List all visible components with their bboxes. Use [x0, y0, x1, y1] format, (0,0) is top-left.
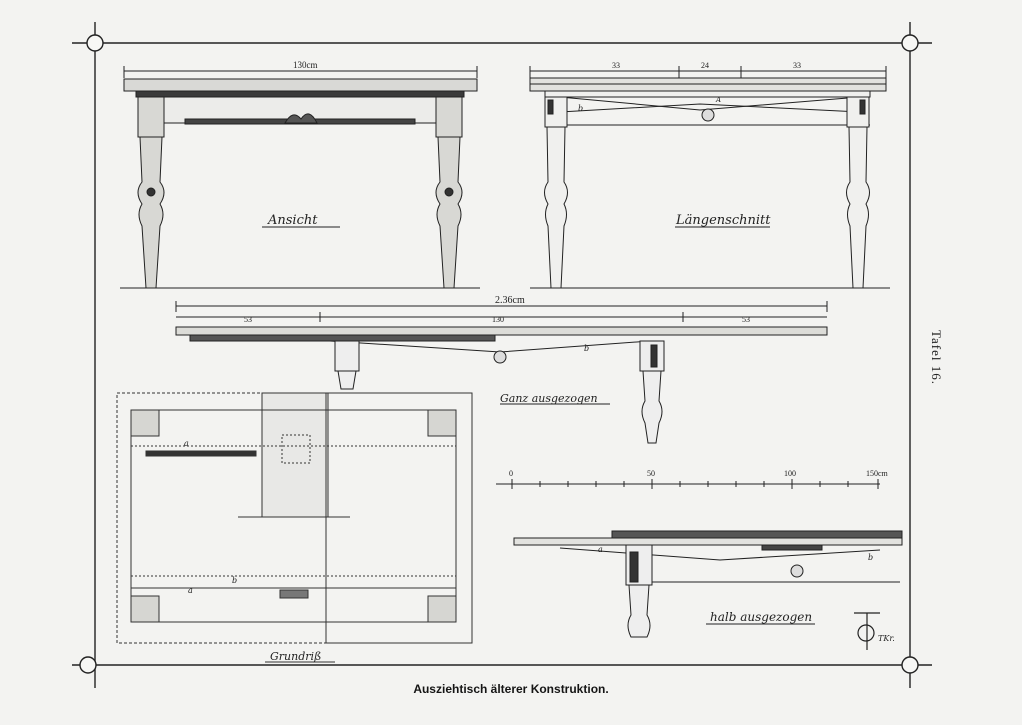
full-dim-left: 53 [244, 315, 252, 324]
front-view [120, 66, 480, 289]
full-dim-right: 53 [742, 315, 750, 324]
section-label-b: b [578, 104, 583, 113]
half-label-b: b [868, 553, 873, 562]
section-dim-mid: 24 [701, 61, 709, 70]
monogram-mark [854, 612, 880, 650]
full-dim-total: 2.36cm [495, 295, 525, 306]
full-label-b: b [584, 344, 589, 353]
front-view-title: Ansicht [267, 213, 318, 228]
full-extended-view [175, 301, 828, 444]
scale-bar [496, 479, 880, 489]
plan-label-a-upper: a [184, 439, 189, 448]
front-right-leg [435, 96, 463, 289]
scale-tick-100: 100 [784, 469, 796, 478]
section-dim-left: 33 [612, 61, 620, 70]
plan-label-b: b [232, 576, 237, 585]
plate-number-label: Tafel 16. [929, 330, 944, 386]
full-view-title: Ganz ausgezogen [500, 392, 598, 405]
front-left-leg [137, 96, 165, 289]
section-label-a-upper: A [715, 96, 721, 104]
plan-view [116, 392, 473, 663]
scale-tick-150: 150cm [866, 469, 889, 478]
section-view-title: Längenschnitt [675, 213, 771, 228]
section-view [529, 66, 890, 289]
half-extended-view [513, 530, 903, 638]
plan-label-a-lower: a [188, 586, 193, 595]
scale-tick-0: 0 [509, 469, 513, 478]
front-width-dimension: 130cm [293, 60, 318, 70]
plan-view-title: Grundriß [270, 650, 321, 663]
half-label-a: a [598, 545, 603, 554]
frame-corner-circle [79, 34, 919, 674]
monogram-letters: TKr. [878, 634, 895, 643]
section-dim-right: 33 [793, 61, 801, 70]
plate-caption: Ausziehtisch älterer Konstruktion. [413, 682, 609, 696]
full-dim-mid: 130 [492, 315, 504, 324]
half-view-title: halb ausgezogen [710, 610, 812, 624]
scale-tick-50: 50 [647, 469, 655, 478]
